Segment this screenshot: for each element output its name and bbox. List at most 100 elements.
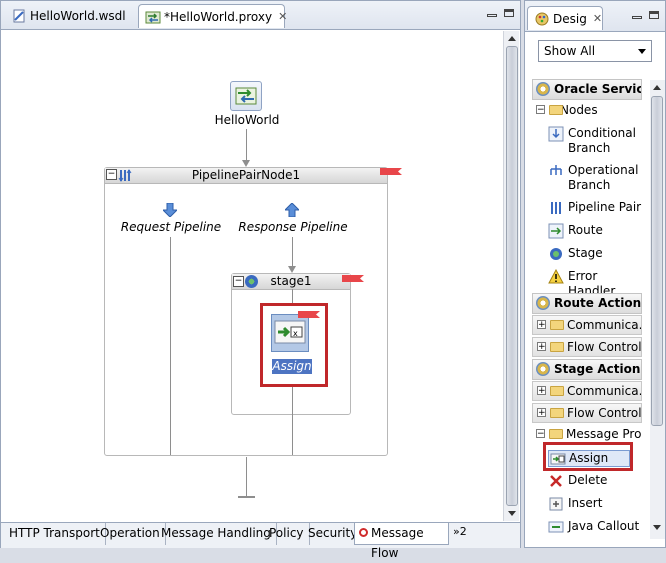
expand-icon[interactable]: + — [537, 320, 546, 330]
group-stage-flow-control[interactable]: + Flow Control — [532, 403, 642, 423]
category-icon — [536, 296, 550, 310]
end-node — [238, 496, 255, 498]
item-label: Java Callout — [568, 519, 640, 533]
palette-item-insert[interactable]: Insert — [544, 496, 644, 513]
stage-connector — [292, 289, 293, 303]
scroll-up-icon[interactable] — [653, 85, 661, 90]
maximize-icon[interactable] — [504, 9, 514, 17]
request-pipeline-label[interactable]: Request Pipeline — [120, 220, 222, 234]
conditional-branch-icon — [548, 126, 564, 142]
tab-message-flow[interactable]: Message Flow — [354, 523, 449, 560]
scroll-down-icon[interactable] — [508, 511, 516, 516]
assign-highlight-frame — [260, 303, 328, 387]
collapse-icon[interactable]: − — [106, 169, 117, 180]
tab-message-handling[interactable]: Message Handling — [156, 523, 277, 545]
proxy-service-icon — [235, 87, 257, 105]
editor-tab-bar: HelloWorld.wsdl *HelloWorld.proxy ✕ — [1, 1, 520, 30]
stage-header: stage1 — [232, 274, 350, 290]
expand-icon[interactable]: + — [537, 408, 546, 418]
item-label: Route — [568, 223, 603, 237]
group-stage-communication[interactable]: + Communica... — [532, 381, 642, 401]
folder-icon — [549, 105, 563, 115]
item-label: Operational Branch — [568, 163, 639, 192]
stage-icon — [245, 275, 258, 288]
item-label: Insert — [568, 496, 603, 510]
tab-overflow-button[interactable]: »2 — [453, 525, 467, 538]
collapse-icon[interactable]: − — [536, 429, 545, 439]
connector-line — [246, 129, 247, 161]
pipeline-pair-label: PipelinePairNode1 — [191, 168, 301, 182]
item-label: Conditional Branch — [568, 126, 636, 155]
item-label: Stage — [568, 246, 603, 260]
minimize-icon[interactable] — [632, 16, 642, 19]
tab-http-transport[interactable]: HTTP Transport — [4, 523, 106, 545]
category-label: Route Actions — [554, 296, 642, 310]
tab-policy[interactable]: Policy — [264, 523, 310, 545]
palette-item-stage[interactable]: Stage — [544, 246, 644, 263]
group-label: Communica... — [567, 384, 642, 398]
folder-icon — [550, 408, 564, 418]
tab-design-palette[interactable]: Desig ✕ — [527, 6, 603, 30]
tab-label: Desig — [553, 11, 587, 26]
tab-helloworld-wsdl[interactable]: HelloWorld.wsdl — [5, 4, 132, 28]
maximize-icon[interactable] — [649, 11, 659, 19]
group-nodes[interactable]: − Nodes — [532, 101, 642, 121]
proxy-service-node[interactable] — [230, 81, 262, 111]
expand-icon[interactable]: + — [537, 342, 546, 352]
response-pipeline-line — [292, 237, 293, 267]
palette-vertical-scrollbar[interactable] — [650, 80, 665, 539]
tab-operation[interactable]: Operation — [95, 523, 166, 545]
palette-item-operational-branch[interactable]: Operational Branch — [544, 163, 644, 195]
delete-icon — [548, 473, 564, 489]
palette-item-conditional-branch[interactable]: Conditional Branch — [544, 126, 644, 158]
collapse-icon[interactable]: − — [233, 276, 244, 287]
connector-arrow — [242, 160, 250, 167]
editor-vertical-scrollbar[interactable] — [503, 31, 519, 521]
group-route-communication[interactable]: + Communica... — [532, 315, 642, 335]
response-pipeline-label[interactable]: Response Pipeline — [238, 220, 348, 234]
close-icon[interactable]: ✕ — [592, 12, 603, 25]
close-icon[interactable]: ✕ — [278, 10, 288, 23]
tab-label: Message Flow — [371, 526, 424, 560]
minimize-icon[interactable] — [487, 14, 497, 17]
request-arrow-icon — [161, 202, 179, 218]
category-icon — [536, 82, 550, 96]
category-stage-actions[interactable]: Stage Actions — [532, 359, 642, 380]
request-pipeline-line — [170, 237, 171, 455]
scroll-thumb[interactable] — [506, 46, 518, 506]
scroll-up-icon[interactable] — [508, 36, 516, 41]
group-message-processing[interactable]: − Message Pro... — [532, 425, 642, 445]
design-palette-panel: Desig ✕ Show All Oracle Servic... − Node… — [524, 0, 666, 548]
group-route-flow-control[interactable]: + Flow Control — [532, 337, 642, 357]
group-label: Message Pro... — [566, 427, 642, 441]
collapse-icon[interactable]: − — [536, 105, 545, 115]
assign-action-label[interactable]: Assign — [272, 359, 312, 374]
response-return-line — [292, 387, 293, 455]
scroll-thumb[interactable] — [651, 96, 663, 426]
palette-item-java-callout[interactable]: Java Callout — [544, 519, 644, 536]
category-oracle-services[interactable]: Oracle Servic... — [532, 79, 642, 100]
insert-icon — [548, 496, 564, 512]
flag-icon — [298, 311, 320, 318]
pipeline-pair-icon — [118, 169, 132, 182]
category-route-actions[interactable]: Route Actions — [532, 293, 642, 314]
expand-icon[interactable]: + — [537, 386, 546, 396]
palette-item-error-handler[interactable]: Error Handler — [544, 268, 644, 298]
palette-icon — [534, 11, 550, 27]
scroll-down-icon[interactable] — [653, 525, 661, 530]
tab-label: HelloWorld.wsdl — [30, 9, 126, 23]
palette-item-assign[interactable]: Assign — [548, 450, 630, 467]
palette-item-route[interactable]: Route — [544, 223, 644, 240]
bottom-tab-bar: HTTP Transport Operation Message Handlin… — [1, 522, 520, 560]
assign-action-node[interactable]: x — [271, 314, 309, 352]
palette-item-delete[interactable]: Delete — [544, 473, 644, 490]
group-label: Flow Control — [567, 340, 642, 354]
stage-label: stage1 — [270, 274, 312, 288]
category-label: Oracle Servic... — [554, 82, 641, 96]
palette-item-pipeline-pair[interactable]: Pipeline Pair — [544, 200, 644, 217]
message-flow-icon — [359, 528, 368, 537]
tab-helloworld-proxy[interactable]: *HelloWorld.proxy ✕ — [138, 4, 288, 28]
palette-filter-select[interactable]: Show All — [538, 40, 652, 62]
flag-icon — [342, 275, 364, 282]
assign-icon: x — [274, 320, 306, 344]
